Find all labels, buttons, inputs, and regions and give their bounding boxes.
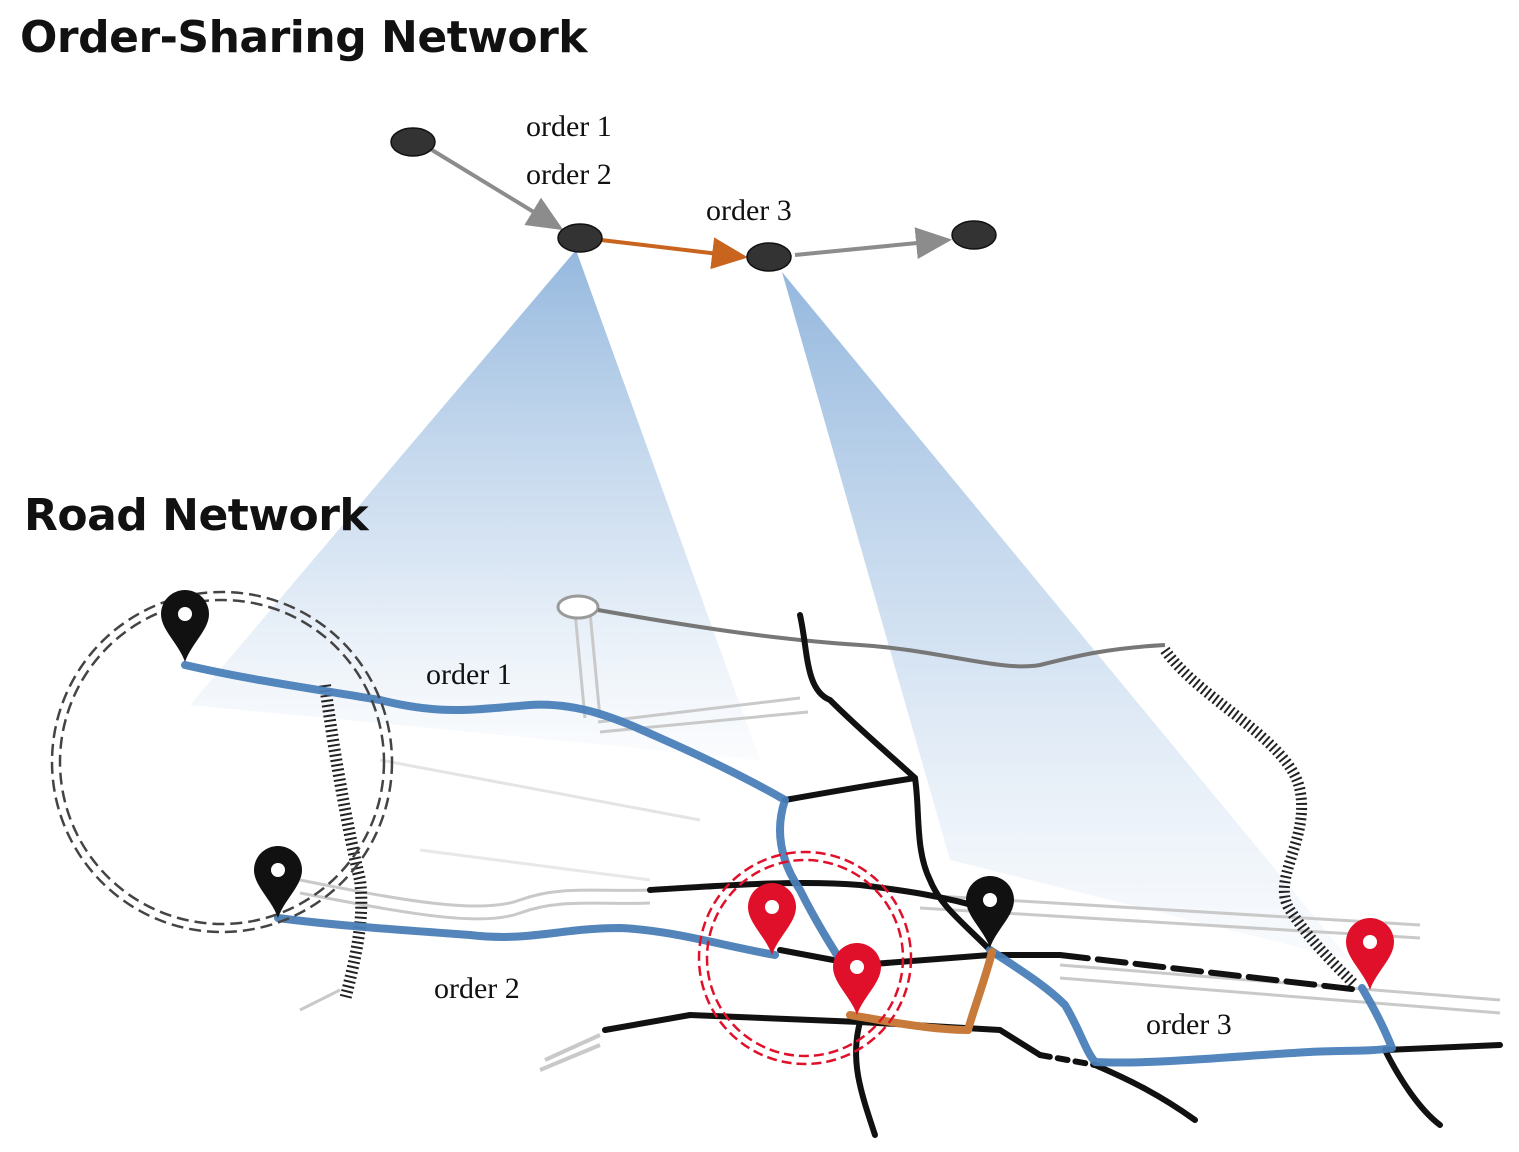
- projection-beam-right: [782, 272, 1350, 960]
- pickup-pin-order2: [254, 846, 302, 918]
- node-c: [746, 242, 792, 272]
- road-network-title: Road Network: [24, 490, 369, 541]
- pickup-pin-order3: [966, 876, 1014, 948]
- gray-upper-road: [556, 594, 1166, 669]
- route-order2: [274, 914, 779, 959]
- pickup-pin-order1: [161, 590, 209, 662]
- edge-label-order2: order 2: [526, 158, 612, 191]
- dropoff-pin-order3: [1346, 918, 1394, 990]
- order-sharing-network-title: Order-Sharing Network: [20, 12, 588, 63]
- node-b: [557, 223, 603, 253]
- edge-b-c-shared: [600, 237, 748, 270]
- order-sharing-graph: [390, 127, 997, 272]
- edge-c-d: [794, 227, 952, 260]
- node-a: [390, 127, 436, 157]
- edge-a-b: [430, 148, 564, 231]
- black-roads: [602, 612, 1503, 1138]
- route-order3: [986, 946, 1396, 1067]
- edge-label-order3: order 3: [706, 194, 792, 227]
- blue-routes: [181, 661, 1396, 1067]
- dropoff-area-circle: [697, 850, 913, 1066]
- pickup-area-circle: [50, 590, 394, 934]
- route-order1: [181, 661, 854, 979]
- dropoff-pin-order2: [748, 883, 796, 955]
- route-label-order3: order 3: [1146, 1008, 1232, 1041]
- dropoff-pin-order1: [833, 943, 881, 1015]
- edge-label-order1: order 1: [526, 110, 612, 143]
- node-d: [951, 220, 997, 250]
- route-label-order2: order 2: [434, 972, 520, 1005]
- route-label-order1: order 1: [426, 658, 512, 691]
